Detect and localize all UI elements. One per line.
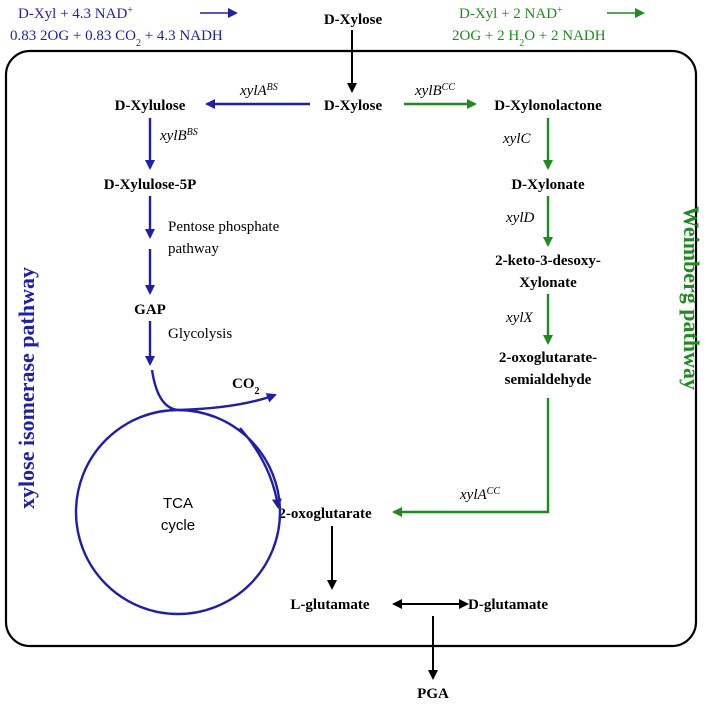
- node-oxo-semialdehyde-line1: 2-oxoglutarate-: [499, 350, 597, 366]
- node-xylose-inside: D-Xylose: [324, 98, 383, 114]
- node-xylulose-5p: D-Xylulose-5P: [104, 177, 197, 193]
- enzyme-xylA-cc: xylACC: [459, 486, 500, 504]
- note-pentose-line1: Pentose phosphate: [168, 219, 280, 235]
- note-glycolysis: Glycolysis: [168, 326, 232, 342]
- cell-boundary: [4, 49, 698, 648]
- label-xylose-isomerase-pathway: xylose isomerase pathway: [14, 267, 39, 509]
- note-pentose-line2: pathway: [168, 241, 219, 257]
- svg-text:D-Xyl + 2 NAD+: D-Xyl + 2 NAD+: [459, 5, 563, 23]
- svg-text:2OG + 2 H2O + 2 NADH: 2OG + 2 H2O + 2 NADH: [452, 28, 606, 49]
- node-gap: GAP: [134, 302, 166, 318]
- arrow-semialdehyde-to-oxoglutarate: [392, 398, 550, 517]
- arrow-tca-to-oxoglutarate: [239, 427, 282, 509]
- node-pga: PGA: [417, 686, 449, 702]
- arrow-tca-entry-to-co2: [150, 369, 277, 412]
- node-2-oxoglutarate: 2-oxoglutarate: [278, 506, 372, 522]
- blue-equation: D-Xyl + 4.3 NAD+ 0.83 2OG + 0.83 CO2 + 4…: [10, 5, 223, 49]
- node-keto-desoxy-line1: 2-keto-3-desoxy-: [495, 253, 601, 269]
- enzyme-xylB-cc: xylBCC: [414, 82, 455, 100]
- label-weimberg-pathway: Weimberg pathway: [679, 206, 704, 390]
- tca-label-line2: cycle: [161, 517, 195, 534]
- node-xylulose: D-Xylulose: [115, 98, 186, 114]
- enzyme-xylA-bs: xylABS: [239, 82, 278, 100]
- node-keto-desoxy-line2: Xylonate: [519, 275, 577, 291]
- node-xylonolactone: D-Xylonolactone: [494, 98, 602, 114]
- svg-text:0.83 2OG + 0.83 CO2 + 4.3 NADH: 0.83 2OG + 0.83 CO2 + 4.3 NADH: [10, 28, 223, 49]
- node-l-glutamate: L-glutamate: [290, 597, 369, 613]
- svg-text:D-Xyl + 4.3 NAD+: D-Xyl + 4.3 NAD+: [18, 5, 133, 23]
- enzyme-xylB-bs: xylBBS: [159, 127, 198, 145]
- green-equation: D-Xyl + 2 NAD+ 2OG + 2 H2O + 2 NADH: [452, 5, 606, 49]
- enzyme-xylD: xylD: [505, 210, 534, 226]
- tca-label-line1: TCA: [163, 495, 193, 512]
- node-xylonate: D-Xylonate: [511, 177, 585, 193]
- node-xylose-outside: D-Xylose: [324, 12, 383, 28]
- node-co2: CO2: [232, 376, 260, 397]
- enzyme-xylX: xylX: [505, 310, 533, 326]
- enzyme-xylC: xylC: [502, 131, 531, 147]
- node-d-glutamate: D-glutamate: [468, 597, 548, 613]
- node-oxo-semialdehyde-line2: semialdehyde: [505, 372, 592, 388]
